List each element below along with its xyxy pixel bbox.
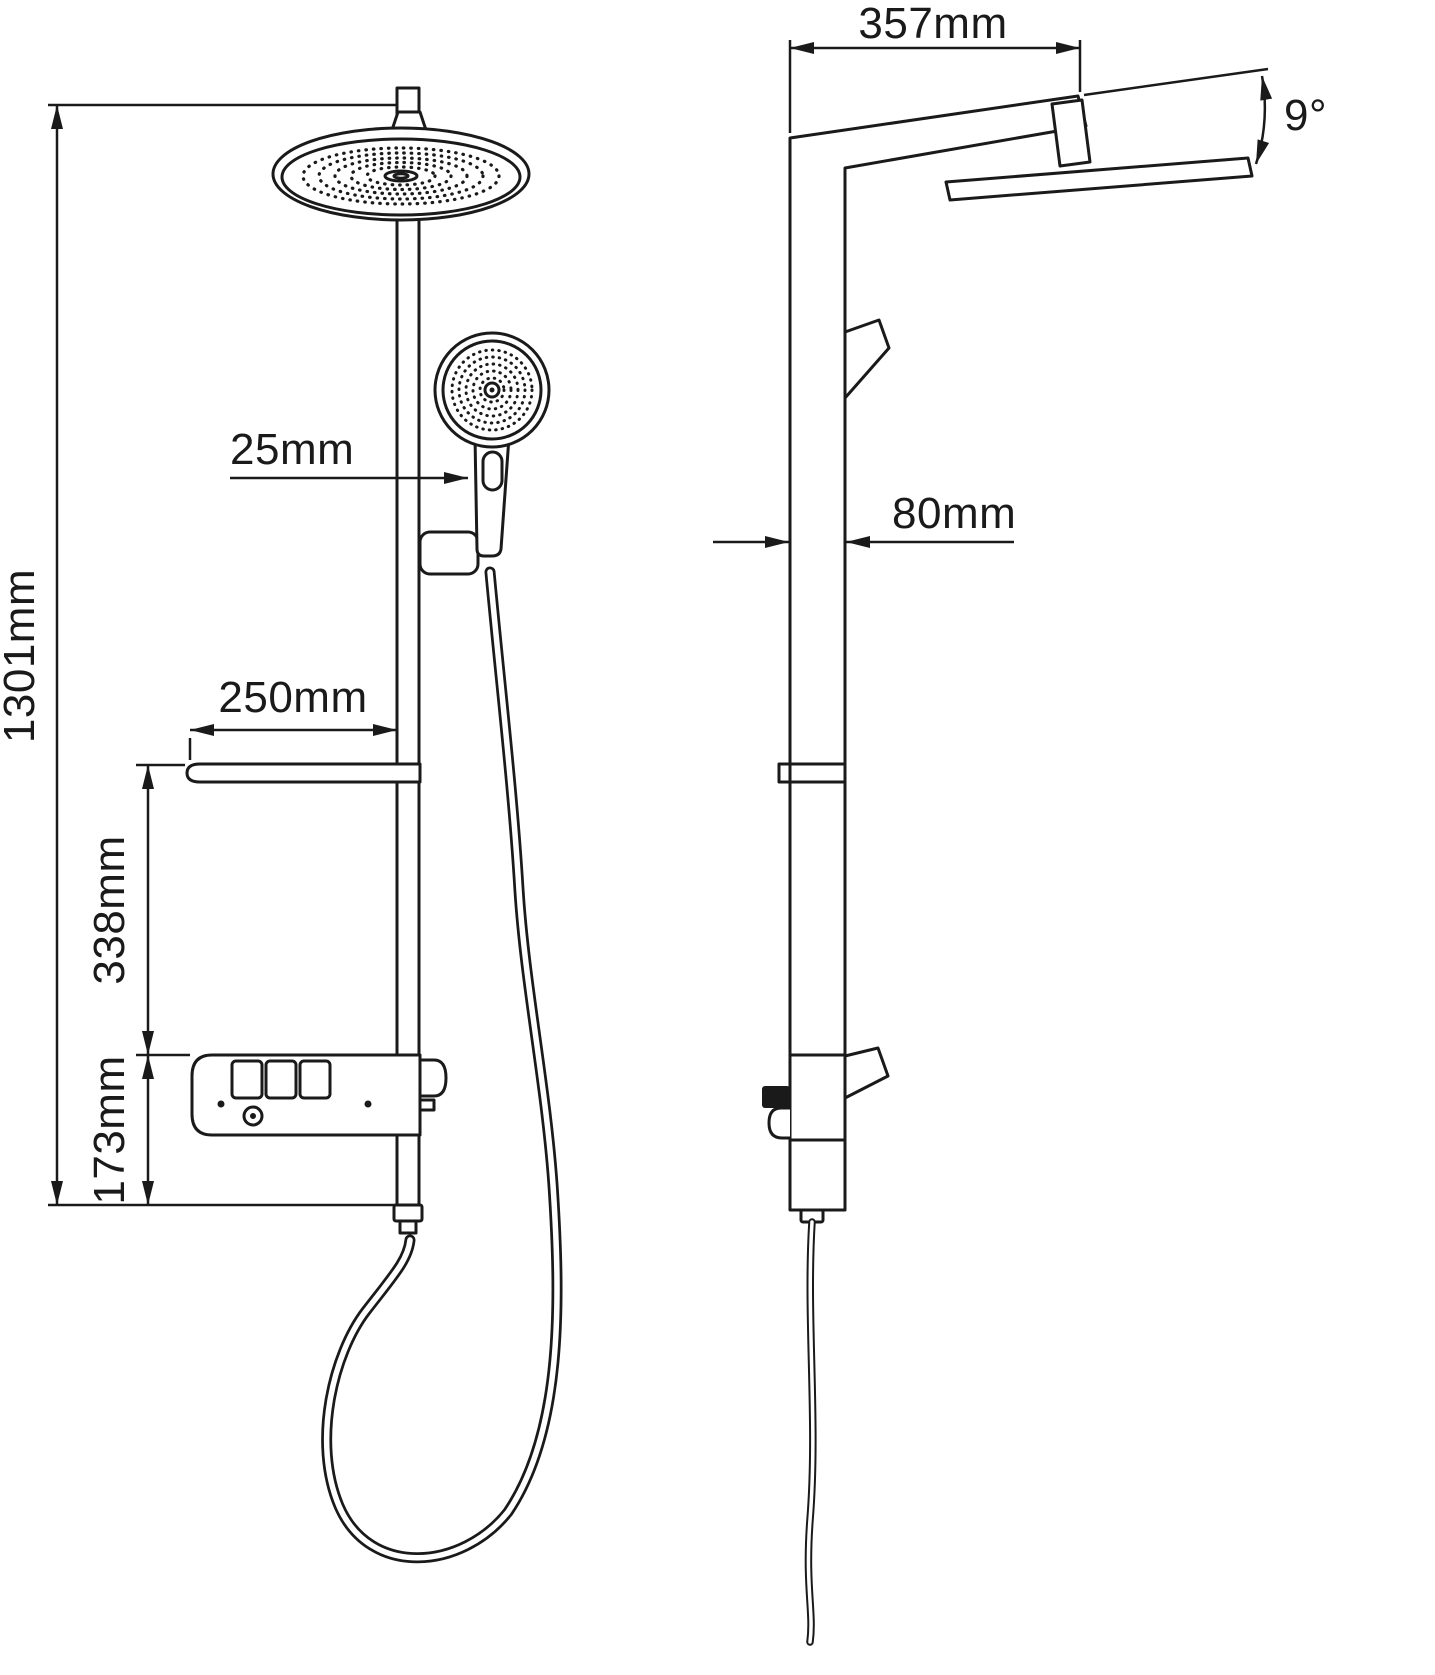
bracket-lower-side: [843, 1046, 890, 1100]
head-hinge: [1050, 98, 1092, 168]
rain-head-face: [280, 137, 522, 217]
hose-nut: [392, 1203, 424, 1223]
dim-head-tilt: [1083, 67, 1273, 165]
head-plate: [944, 156, 1254, 202]
holder-bracket-side: [843, 318, 891, 400]
hose-side: [799, 1208, 825, 1646]
shelf: [185, 762, 422, 784]
dim-arm-reach: [788, 40, 1082, 133]
riser-pipe: [395, 86, 421, 1207]
hand-shower-center: [483, 381, 501, 399]
side-view: [762, 94, 1254, 1646]
hand-shower-face: [441, 339, 543, 441]
front-view: [185, 86, 563, 1564]
screw-left: [217, 1100, 225, 1108]
dimension-labels: 1301mm 25mm 250mm 338mm 173mm 357mm 9° 8…: [0, 0, 1327, 1205]
hose-assembly: [321, 566, 563, 1564]
hand-shower-center-dot: [489, 387, 495, 393]
label-overall-height: 1301mm: [0, 569, 44, 743]
dim-overall-height: [48, 103, 396, 1207]
label-shelf-to-mixer: 338mm: [85, 835, 134, 984]
hose-side-core: [806, 1220, 815, 1644]
shelf-edge-side: [777, 762, 847, 784]
column-arm-silhouette: [788, 94, 1088, 1212]
shelf-lip: [777, 762, 792, 784]
side-knob-stem: [418, 1098, 436, 1112]
label-handshower-offset: 25mm: [230, 425, 354, 474]
rain-head-nozzles: [301, 146, 501, 206]
button-2: [264, 1059, 298, 1100]
label-mixer-section: 173mm: [85, 1055, 134, 1204]
label-arm-reach: 357mm: [858, 0, 1007, 48]
button-3: [298, 1059, 332, 1100]
outlet-ring: [242, 1105, 264, 1127]
outlet-dot: [250, 1113, 256, 1119]
dark-knob-side: [762, 1086, 790, 1108]
hose-core: [323, 569, 560, 1561]
label-column-depth: 80mm: [892, 489, 1016, 538]
button-1: [230, 1059, 264, 1100]
rain-head-front: [271, 126, 531, 222]
screw-right: [364, 1100, 372, 1108]
side-knob: [418, 1058, 448, 1098]
hand-shower: [418, 331, 551, 576]
hose-nipple: [398, 1219, 418, 1235]
control-unit: [190, 1053, 448, 1137]
dim-shelf-to-mixer: [136, 763, 190, 1057]
slider-bracket: [418, 530, 480, 576]
label-head-tilt: 9°: [1284, 91, 1327, 140]
dimensions: [48, 40, 1273, 1207]
handle-button: [481, 450, 504, 492]
label-shelf-width: 250mm: [218, 673, 367, 722]
outlet-spout-side: [767, 1106, 792, 1140]
hand-shower-nozzles: [450, 348, 534, 432]
dim-shelf-width: [188, 724, 397, 760]
control-section-side: [762, 1046, 890, 1142]
